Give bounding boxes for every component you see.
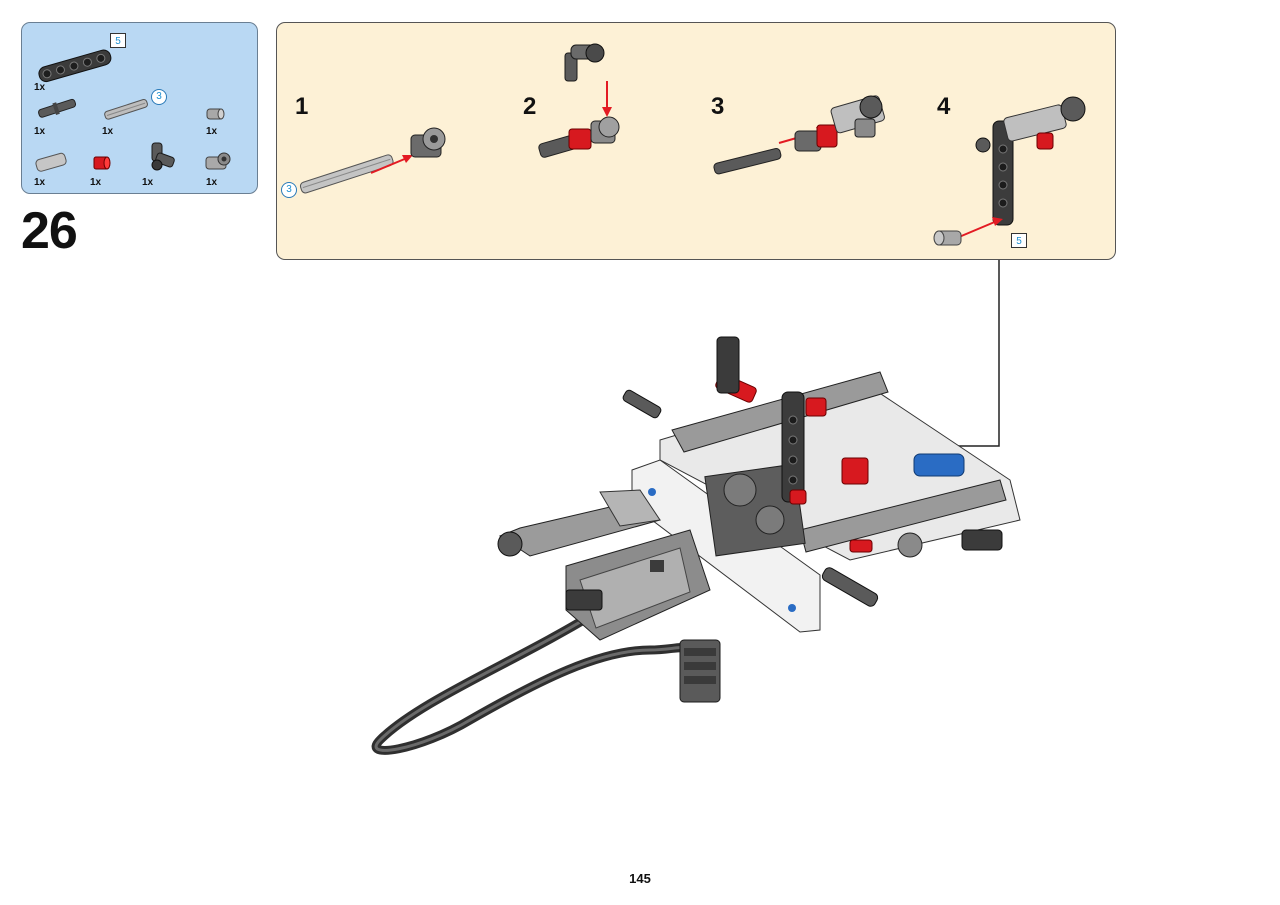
part-qty: 1x	[102, 126, 114, 137]
beam-length-tag: 5	[110, 33, 126, 48]
part-qty: 1x	[34, 126, 46, 137]
cross-block-part-icon	[205, 152, 231, 170]
axle-3-part-icon	[104, 98, 148, 120]
part-qty: 1x	[34, 82, 46, 93]
part-qty: 1x	[206, 177, 218, 188]
parts-list-panel: 5 1x 1x 3 1x 1x 1x 1x 1x	[21, 22, 258, 194]
page-number: 145	[629, 871, 651, 886]
beam-5-part-icon	[38, 49, 112, 83]
sub-assembly-panel: 1 2 3 4 3	[276, 22, 1116, 260]
red-bush-part-icon	[93, 156, 111, 170]
sub-step-number: 1	[295, 93, 309, 120]
part-qty: 1x	[142, 177, 154, 188]
sub-step-number: 2	[523, 93, 537, 120]
sub-step-number: 3	[711, 93, 725, 120]
part-qty: 1x	[34, 177, 46, 188]
motor	[565, 529, 711, 641]
axle-length-tag: 3	[151, 89, 167, 105]
pin-joiner-part-icon	[206, 108, 225, 120]
step-number: 26	[21, 202, 78, 260]
axle-length-tag: 3	[281, 182, 297, 198]
sub-step-4-illustration	[933, 96, 1086, 246]
sub-step-2-illustration	[538, 43, 620, 158]
axle-2-part-icon	[35, 152, 67, 172]
beam-length-tag: 5	[1011, 233, 1027, 248]
part-qty: 1x	[206, 126, 218, 137]
sub-step-1-illustration	[299, 127, 446, 194]
sub-step-3-illustration	[713, 95, 885, 175]
angle-connector-part-icon	[151, 142, 175, 171]
sub-step-number: 4	[937, 93, 951, 120]
axle-pin-part-icon	[38, 98, 77, 118]
part-qty: 1x	[90, 177, 102, 188]
